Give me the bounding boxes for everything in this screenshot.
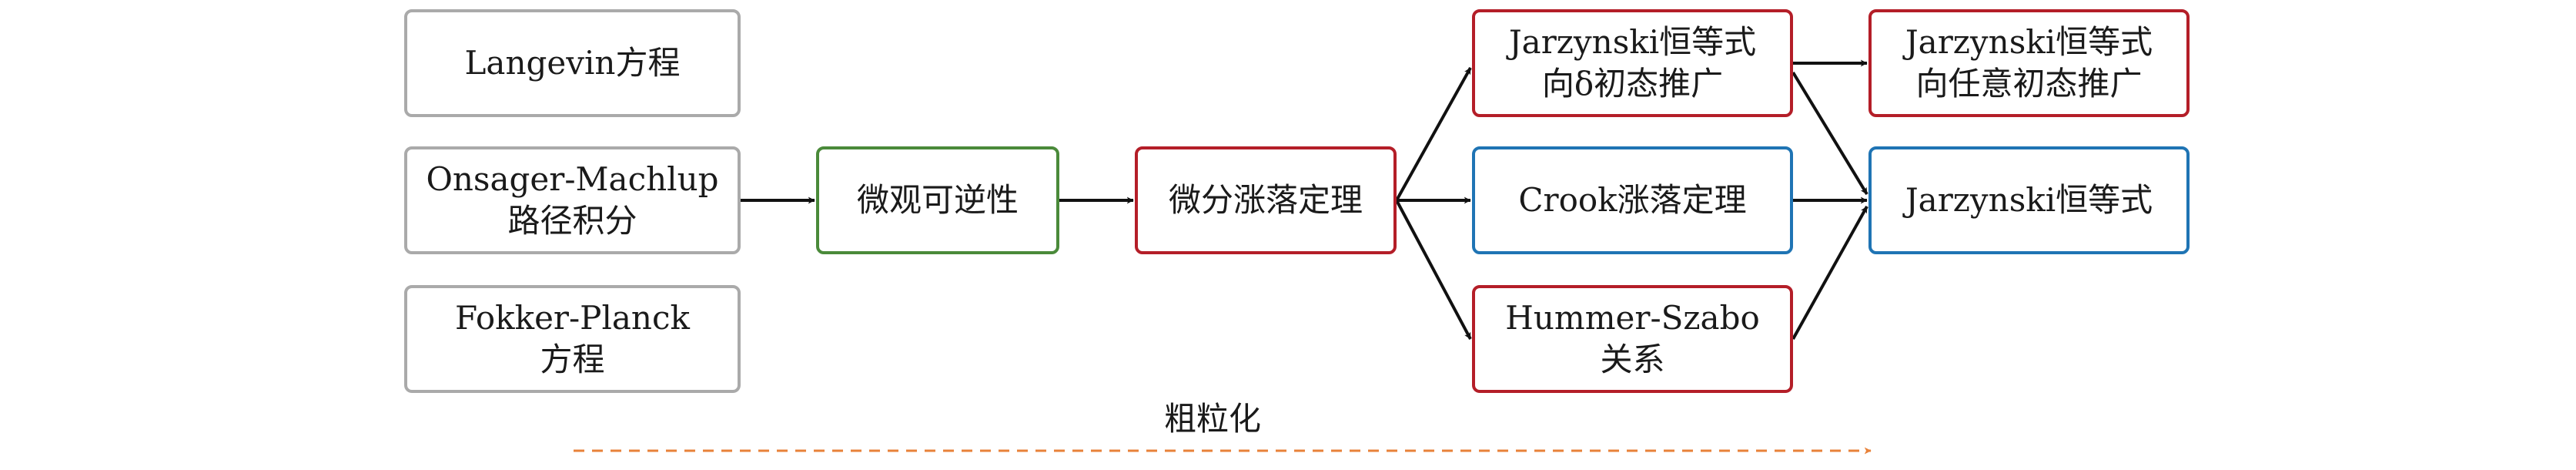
node-microscopic-reversibility: 微观可逆性 — [816, 146, 1059, 254]
node-langevin-equation: Langevin方程 — [404, 9, 741, 117]
coarse-graining-label: 粗粒化 — [1163, 400, 1261, 438]
node-text-line: 微分涨落定理 — [1168, 181, 1363, 219]
edge-jar-delta-to-jarzynski — [1791, 71, 1868, 196]
node-text-line: Crook涨落定理 — [1518, 181, 1747, 219]
node-text-line: Jarzynski恒等式 — [1508, 23, 1757, 61]
node-onsager-machlup-path-integral: Onsager-Machlup 路径积分 — [404, 146, 741, 254]
node-differential-fluctuation-theorem: 微分涨落定理 — [1135, 146, 1397, 254]
node-fokker-planck-equation: Fokker-Planck 方程 — [404, 285, 741, 393]
node-text-line: Jarzynski恒等式 — [1905, 181, 2153, 219]
node-text-line: 方程 — [540, 341, 605, 378]
node-crook-fluctuation-theorem: Crook涨落定理 — [1472, 146, 1793, 254]
node-text-line: Jarzynski恒等式 — [1905, 23, 2153, 61]
edge-hummer-to-jarzynski — [1791, 206, 1868, 340]
node-text-line: Hummer-Szabo — [1505, 299, 1760, 337]
node-text-line: 关系 — [1600, 341, 1665, 378]
node-text-line: Onsager-Machlup — [426, 160, 719, 198]
node-text-line: 微观可逆性 — [856, 181, 1019, 219]
node-jarzynski-identity: Jarzynski恒等式 — [1868, 146, 2190, 254]
node-text-line: 向任意初态推广 — [1915, 65, 2143, 102]
node-text-line: Fokker-Planck — [455, 299, 690, 337]
node-text-line: 向δ初态推广 — [1541, 65, 1724, 102]
node-text-line: 路径积分 — [507, 202, 637, 240]
node-jarzynski-arbitrary-generalization: Jarzynski恒等式向任意初态推广 — [1868, 9, 2190, 117]
node-jarzynski-delta-generalization: Jarzynski恒等式向δ初态推广 — [1472, 9, 1793, 117]
edge-fluct-to-hummer — [1395, 200, 1472, 340]
node-text-line: Langevin方程 — [464, 44, 681, 82]
node-hummer-szabo-relation: Hummer-Szabo 关系 — [1472, 285, 1793, 393]
edge-fluct-to-jar-delta — [1395, 67, 1472, 201]
